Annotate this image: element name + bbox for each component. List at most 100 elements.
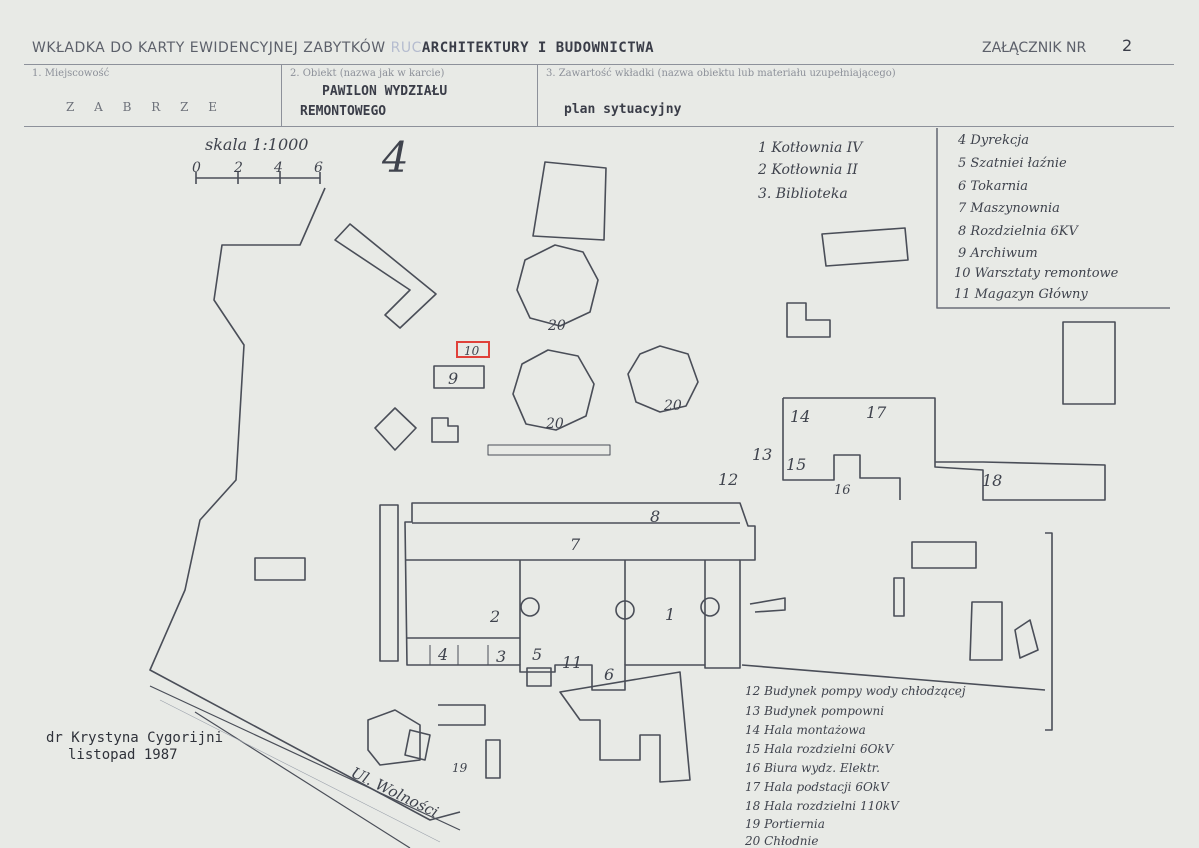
label-building-5: 5 <box>532 645 542 664</box>
legend-item-19: 19 Portiernia <box>745 817 825 831</box>
legend-item-9: 9 Archiwum <box>958 246 1038 261</box>
building-strip <box>379 504 399 662</box>
header-rule-bottom <box>24 126 1174 127</box>
building-5-annex <box>526 667 552 687</box>
building-archive <box>433 365 485 389</box>
field-place-label: 1. Miejscowość <box>32 68 110 79</box>
building-south-2 <box>404 729 431 761</box>
label-building-17: 17 <box>866 403 887 422</box>
label-building-9: 9 <box>448 369 458 388</box>
legend-item-5: 5 Szatniei łaźnie <box>958 156 1067 171</box>
label-building-12: 12 <box>718 470 738 489</box>
highlight-box <box>456 341 490 358</box>
card-title: WKŁADKA DO KARTY EWIDENCYJNEJ ZABYTKÓW R… <box>32 40 654 56</box>
east-fence <box>741 664 1046 691</box>
title-part2: ARCHITEKTURY I BUDOWNICTWA <box>421 40 655 56</box>
building-west <box>254 557 306 581</box>
title-faded: RUC <box>390 40 422 56</box>
label-building-19: 19 <box>452 761 468 775</box>
scale-tick-0: 0 <box>192 160 201 176</box>
building-ne <box>821 227 909 267</box>
scale-label: skala 1:1000 <box>205 135 308 154</box>
building-row <box>487 444 611 456</box>
label-building-1: 1 <box>665 605 675 624</box>
label-building-20c: 20 <box>663 398 682 414</box>
legend-item-4: 4 Dyrekcja <box>957 133 1029 148</box>
chimney-1 <box>520 597 540 617</box>
scale-tick-6: 6 <box>314 160 323 176</box>
building-diagonal <box>334 223 437 329</box>
header-rule-top <box>24 64 1174 65</box>
label-building-15: 15 <box>786 455 806 474</box>
building-hall-lower <box>782 398 901 500</box>
street-name: Ul. Wolności <box>348 763 441 821</box>
road-line-3 <box>159 699 441 843</box>
legend-item-2: 2 Kotłownia II <box>757 162 858 178</box>
building-south-1 <box>367 709 421 766</box>
label-building-7: 7 <box>570 535 581 554</box>
label-building-2: 2 <box>489 607 500 626</box>
author-date: listopad 1987 <box>68 747 178 763</box>
legend-item-12: 12 Budynek pompy wody chłodzącej <box>745 684 966 698</box>
marked-building-label: 10 <box>464 344 480 358</box>
field-object-label: 2. Obiekt (nazwa jak w karcie) <box>290 68 445 79</box>
building-east-5 <box>1014 619 1039 659</box>
building-south-4 <box>438 704 486 726</box>
building-ne-small <box>786 302 831 338</box>
field-divider-1 <box>281 64 282 126</box>
road-line-1 <box>149 685 461 831</box>
label-building-11: 11 <box>562 653 582 672</box>
label-building-4: 4 <box>437 645 448 664</box>
cooling-tower-b <box>512 349 595 431</box>
title-part1: WKŁADKA DO KARTY EWIDENCYJNEJ ZABYTKÓW <box>32 40 386 56</box>
building-east-3 <box>749 597 786 613</box>
chimney-3 <box>700 597 720 617</box>
legend-item-10: 10 Warsztaty remontowe <box>954 266 1119 281</box>
building-diamond <box>374 407 417 451</box>
label-building-18: 18 <box>982 471 1002 490</box>
legend-item-18: 18 Hala rozdzielni 110kV <box>745 799 900 813</box>
legend-item-20: 20 Chłodnie <box>744 834 818 848</box>
annex-label: ZAŁĄCZNIK NR <box>982 40 1087 56</box>
legend-item-14: 14 Hala montażowa <box>745 723 866 737</box>
field-content-label: 3. Zawartość wkładki (nazwa obiektu lub … <box>546 68 896 79</box>
building-far-east <box>1062 321 1116 405</box>
building-east-1 <box>911 541 977 569</box>
author-signature: dr Krystyna Cygorijni listopad 1987 <box>46 730 223 764</box>
building-east-2 <box>893 577 905 617</box>
legend-frame <box>936 128 1170 309</box>
legend-item-6: 6 Tokarnia <box>958 179 1028 194</box>
legend-item-7: 7 Maszynownia <box>958 201 1060 216</box>
label-building-13: 13 <box>752 445 772 464</box>
legend-item-16: 16 Biura wydz. Elektr. <box>745 761 880 775</box>
annex-number: 2 <box>1122 36 1133 55</box>
label-building-8: 8 <box>650 507 660 526</box>
label-building-6: 6 <box>604 665 614 684</box>
building-east-4 <box>969 601 1003 661</box>
building-south-3 <box>485 739 501 779</box>
legend-item-1: 1 Kotłownia IV <box>758 140 864 156</box>
building-top <box>532 161 607 241</box>
east-boundary <box>1045 532 1053 731</box>
site-boundary <box>149 187 461 821</box>
object-number: 4 <box>381 133 409 182</box>
road-line-2 <box>194 711 411 848</box>
legend-item-17: 17 Hala podstacji 6OkV <box>745 780 890 794</box>
legend-item-15: 15 Hala rozdzielni 6OkV <box>745 742 895 756</box>
chimney-2 <box>615 600 635 620</box>
cooling-tower-a <box>516 244 599 327</box>
field-object-value-line1: PAWILON WYDZIAŁU <box>322 84 448 99</box>
scale-tick-2: 2 <box>233 160 243 176</box>
cooling-tower-c <box>627 345 699 413</box>
legend-item-3: 3. Biblioteka <box>758 186 848 202</box>
building-small-left <box>431 417 459 443</box>
field-place-value: Z A B R Z E <box>66 100 226 114</box>
label-building-20a: 20 <box>547 318 566 334</box>
building-south-5 <box>559 671 691 783</box>
field-divider-2 <box>537 64 538 126</box>
author-name: dr Krystyna Cygorijni <box>46 730 224 746</box>
legend-item-8: 8 Rozdzielnia 6KV <box>958 224 1079 239</box>
label-building-20b: 20 <box>545 416 564 432</box>
legend-item-11: 11 Magazyn Główny <box>954 287 1088 302</box>
